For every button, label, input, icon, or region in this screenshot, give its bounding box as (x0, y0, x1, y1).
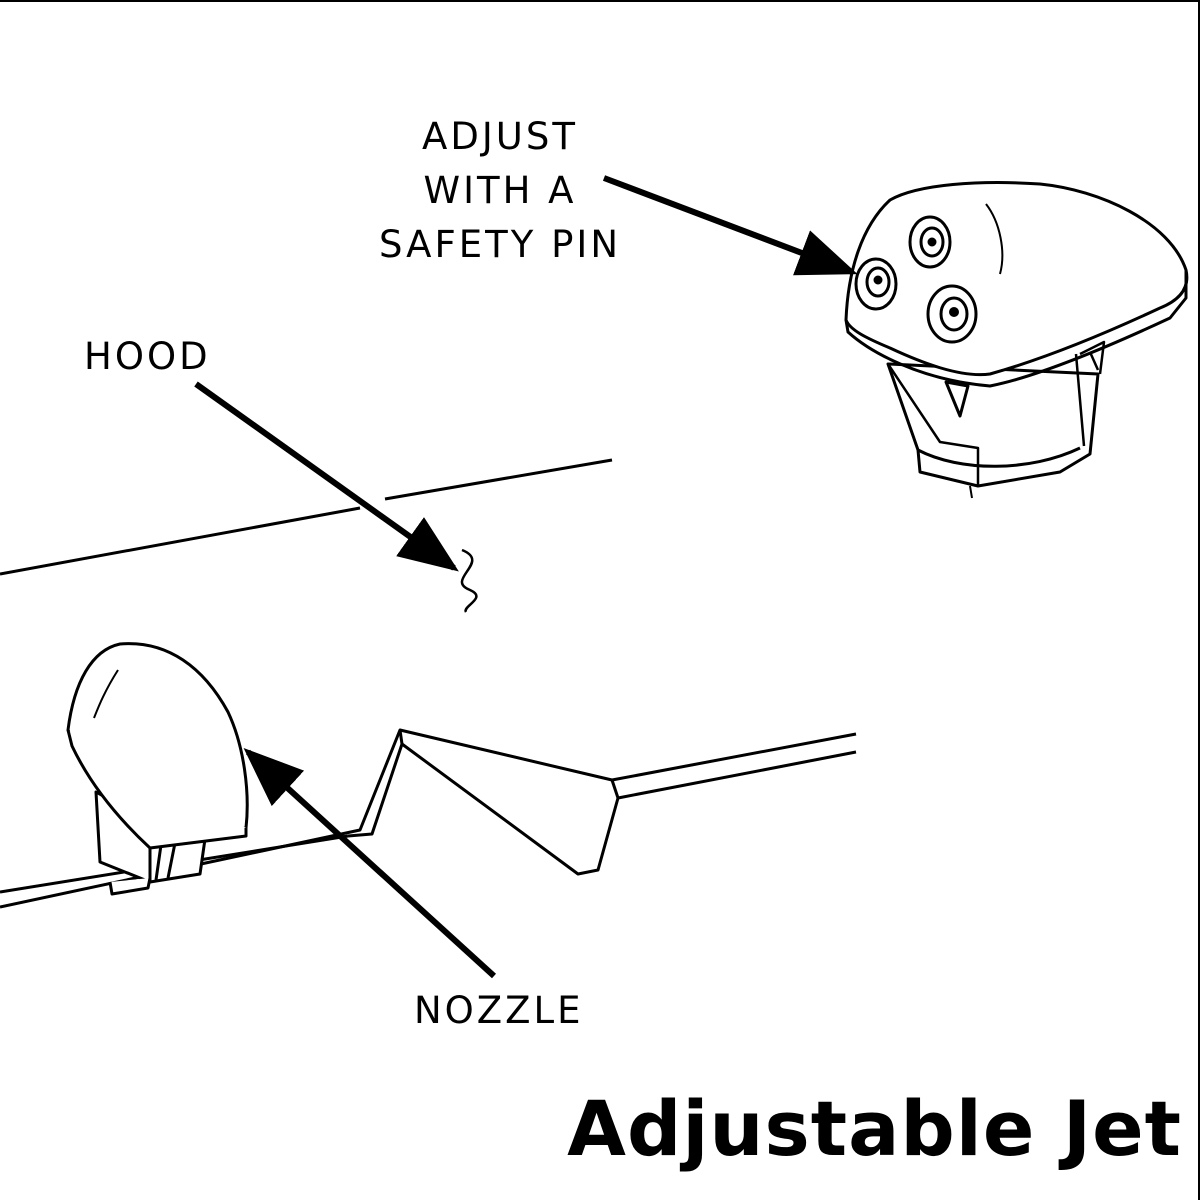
adjustment-hole-left (854, 257, 898, 311)
arrow-nozzle (243, 747, 497, 979)
label-adjust-with-safety-pin: ADJUST WITH A SAFETY PIN (360, 110, 640, 272)
label-adjust-line3: SAFETY PIN (378, 223, 621, 266)
label-adjust-line2: WITH A (423, 169, 577, 212)
hood-edge (0, 458, 613, 576)
nozzle-detail (844, 181, 1189, 499)
label-hood: HOOD (84, 335, 211, 378)
label-adjust-line1: ADJUST (422, 115, 578, 158)
nozzle-shape (66, 642, 249, 896)
label-nozzle: NOZZLE (414, 989, 584, 1032)
adjustment-hole-right (926, 284, 978, 344)
adjustment-hole-top (908, 215, 952, 269)
arrow-adjust (602, 175, 858, 276)
leader-arrows (194, 175, 858, 979)
page-title: Adjustable Jet (567, 1084, 1182, 1173)
arrow-hood (194, 381, 459, 572)
hood-curl (460, 548, 478, 613)
